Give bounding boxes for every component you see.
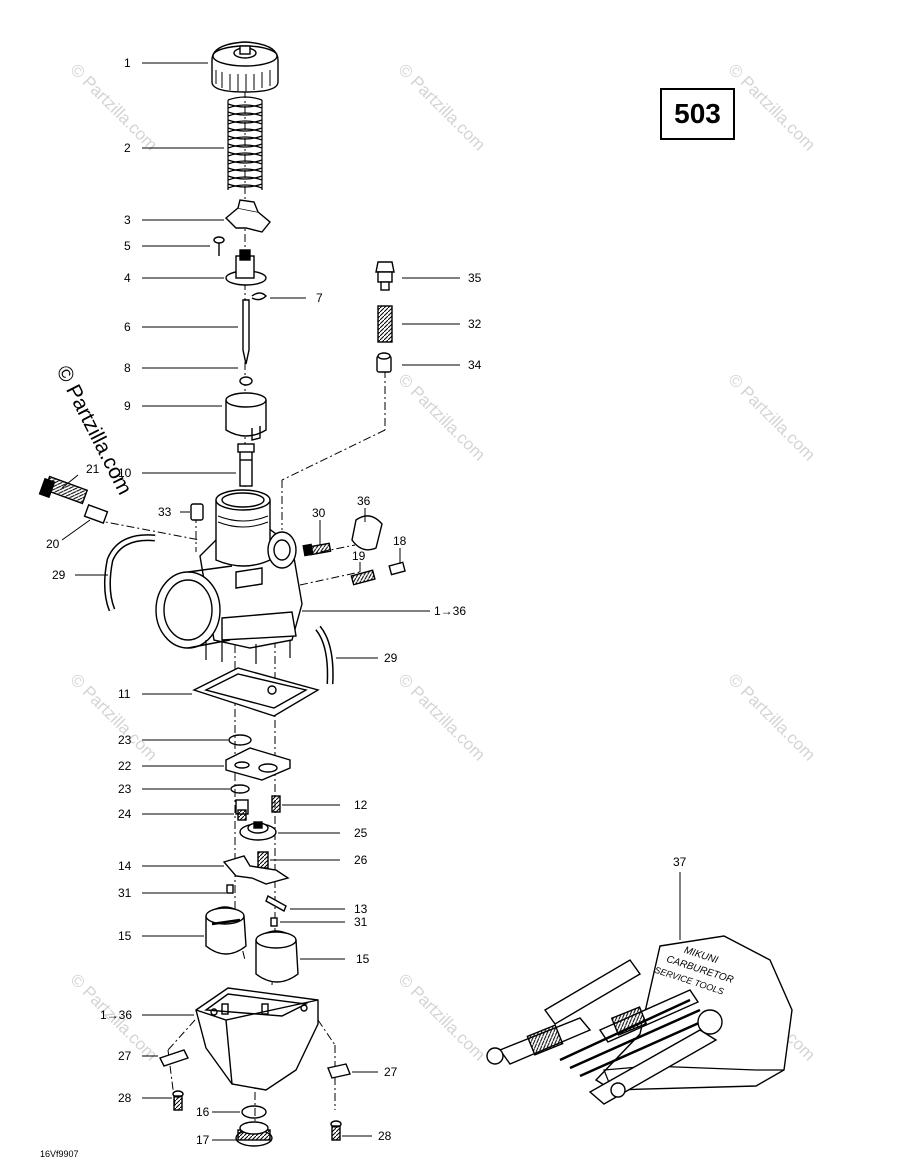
o-ring-part xyxy=(228,734,252,746)
plate-part xyxy=(224,199,271,233)
valve-seat-part xyxy=(239,821,277,841)
callout: 27 xyxy=(384,1065,398,1079)
callout: 13 xyxy=(354,902,368,916)
adjuster-screw-part xyxy=(38,475,89,505)
callout-labels: 1 2 3 5 4 7 6 8 9 10 35 32 34 21 20 33 2… xyxy=(46,56,687,1147)
callout: 22 xyxy=(118,759,132,773)
callout: 15 xyxy=(118,929,132,943)
callout: 30 xyxy=(312,506,326,520)
idle-screw-part xyxy=(350,569,376,586)
callout: 3 xyxy=(124,213,131,227)
needle-holder-part xyxy=(225,249,267,286)
callout: 36 xyxy=(357,494,371,508)
callout: 18 xyxy=(393,534,407,548)
callout: 1 xyxy=(124,56,131,70)
washer-part xyxy=(239,376,253,386)
callout: 10 xyxy=(118,466,132,480)
callout: 28 xyxy=(378,1129,392,1143)
callout: 32 xyxy=(468,317,482,331)
cap-36-part xyxy=(351,515,383,551)
callout: 27 xyxy=(118,1049,132,1063)
callout: 6 xyxy=(124,320,131,334)
page-code-badge: 503 xyxy=(660,88,735,140)
jet-needle-part xyxy=(242,299,250,365)
pilot-jet-part xyxy=(271,795,281,813)
footer-code: 16Vf9907 xyxy=(40,1149,79,1159)
callout: 23 xyxy=(118,733,132,747)
callout: 17 xyxy=(196,1133,210,1147)
callout: 7 xyxy=(316,291,323,305)
main-jet-part xyxy=(235,799,249,821)
callout: 2 xyxy=(124,141,131,155)
callout: 26 xyxy=(354,853,368,867)
callout: 28 xyxy=(118,1091,132,1105)
tool-kit-part xyxy=(486,935,793,1105)
needle-valve-part xyxy=(257,851,269,869)
float-right-part xyxy=(255,930,299,983)
callout: 4 xyxy=(124,271,131,285)
o-ring-part xyxy=(230,784,250,794)
pin-part xyxy=(270,917,278,927)
drain-plug-part xyxy=(235,1121,273,1147)
fitting-35-part xyxy=(375,261,395,291)
callout: 1→36 xyxy=(100,1008,132,1022)
callout: 16 xyxy=(196,1105,210,1119)
e-clip-part xyxy=(251,292,267,301)
callout: 12 xyxy=(354,798,368,812)
throttle-valve-part xyxy=(225,392,267,441)
callout: 15 xyxy=(356,952,370,966)
clip-left-part xyxy=(159,1049,189,1067)
callout: 29 xyxy=(52,568,66,582)
float-bowl-part xyxy=(195,987,319,1091)
callout: 23 xyxy=(118,782,132,796)
clip-right-part xyxy=(327,1063,351,1079)
callout: 21 xyxy=(86,462,100,476)
threaded-rod-part xyxy=(377,305,393,343)
spring-part xyxy=(227,96,263,190)
callout: 9 xyxy=(124,399,131,413)
float-gasket-part xyxy=(192,667,320,717)
float-arm-part xyxy=(222,855,290,885)
plug-33-part xyxy=(190,503,204,521)
callout: 11 xyxy=(118,687,131,701)
callout: 8 xyxy=(124,361,131,375)
screw-part xyxy=(213,236,225,256)
callout: 29 xyxy=(384,651,398,665)
pin-part xyxy=(226,884,234,894)
top-cap-part xyxy=(211,41,279,93)
float-left-part xyxy=(205,906,247,955)
callout: 20 xyxy=(46,537,60,551)
callout: 31 xyxy=(118,886,132,900)
needle-jet-part xyxy=(237,443,255,487)
pivot-pin-part xyxy=(265,895,287,912)
callout: 1→36 xyxy=(434,604,466,618)
bowl-screw-right-part xyxy=(330,1120,342,1141)
callout: 37 xyxy=(673,855,687,869)
screw-30-part xyxy=(302,542,332,557)
callout: 5 xyxy=(124,239,131,253)
callout: 35 xyxy=(468,271,482,285)
baffle-plate-part xyxy=(225,747,291,781)
callout: 25 xyxy=(354,826,368,840)
jet-34-part xyxy=(376,352,392,373)
callout: 24 xyxy=(118,807,132,821)
carburetor-body-part xyxy=(155,489,303,664)
callout: 33 xyxy=(158,505,172,519)
callout: 34 xyxy=(468,358,482,372)
bowl-screw-left-part xyxy=(172,1090,184,1111)
drain-o-ring-part xyxy=(241,1105,267,1119)
pilot-screw-part xyxy=(388,561,406,576)
adjuster-nut-part xyxy=(83,504,109,524)
callout: 31 xyxy=(354,915,368,929)
callout: 19 xyxy=(352,549,366,563)
callout: 14 xyxy=(118,859,132,873)
